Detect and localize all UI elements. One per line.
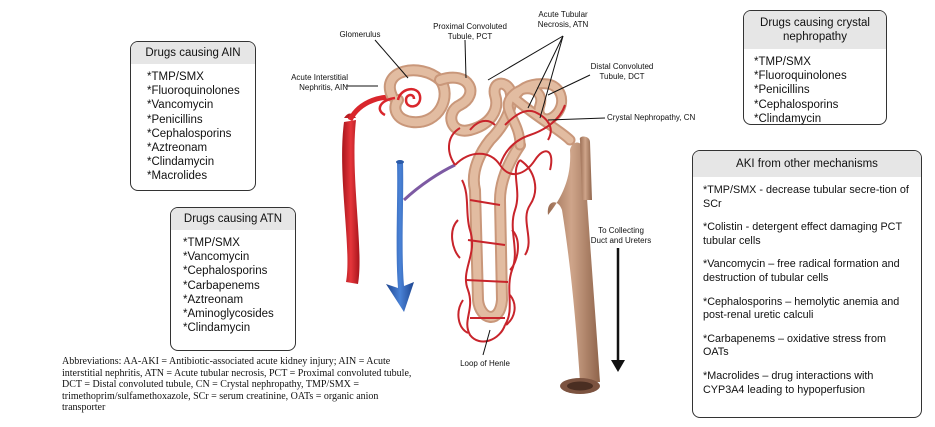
artery: [342, 94, 396, 284]
list-item: *Aminoglycosides: [183, 308, 274, 321]
collecting-duct: [547, 136, 600, 394]
list-item: *Fluoroquinolones: [754, 70, 847, 83]
vein: [386, 160, 414, 312]
label-glomerulus: Glomerulus: [339, 30, 381, 39]
list-item: *Vancomycin – free radical formation and…: [703, 258, 900, 284]
list-item: *Clindamycin: [183, 322, 251, 335]
list-item: *Cephalosporins – hemolytic anemia and p…: [703, 295, 900, 322]
label-collecting: To Collecting Duct and Ureters: [590, 226, 652, 245]
label-pct: Proximal Convoluted Tubule, PCT: [433, 22, 507, 41]
list-item: *TMP/SMX - decrease tubular secre-tion o…: [703, 184, 909, 210]
list-item: *TMP/SMX: [754, 56, 811, 68]
cn-drugs-box: Drugs causing crystal nephropathy *TMP/S…: [743, 10, 887, 125]
list-item: *Vancomycin: [147, 99, 214, 112]
mech-box-title: AKI from other mechanisms: [693, 151, 921, 177]
leader-lines: [346, 35, 606, 356]
cn-box-title: Drugs causing crystal nephropathy: [744, 11, 886, 49]
label-dct: Distal Convoluted Tubule, DCT: [590, 62, 654, 81]
efferent-vessel: [402, 163, 456, 202]
list-item: *Carbapenems: [183, 279, 260, 292]
list-item: *Macrolides – drug interactions with CYP…: [703, 369, 874, 396]
list-item: *TMP/SMX: [147, 71, 204, 83]
list-item: *TMP/SMX: [183, 237, 240, 249]
ain-drugs-box: Drugs causing AIN *TMP/SMX *Fluoroquinol…: [130, 41, 256, 191]
list-item: *Clindamycin: [147, 156, 215, 169]
collecting-arrow: [611, 248, 625, 372]
list-item: *Macrolides: [147, 170, 208, 183]
list-item: *Vancomycin: [183, 251, 250, 264]
label-cn: Crystal Nephropathy, CN: [607, 113, 696, 122]
list-item: *Cephalosporins: [754, 98, 839, 111]
ain-drug-list: *TMP/SMX *Fluoroquinolones *Vancomycin *…: [131, 64, 255, 184]
list-item: *Carbapenems – oxidative stress from OAT…: [703, 332, 887, 359]
list-item: *Cephalosporins: [183, 265, 268, 278]
atn-drugs-box: Drugs causing ATN *TMP/SMX *Vancomycin *…: [170, 207, 296, 351]
atn-box-title: Drugs causing ATN: [171, 208, 295, 230]
cn-drug-list: *TMP/SMX *Fluoroquinolones *Penicillins …: [744, 49, 886, 125]
peritubular-capillaries: [448, 104, 566, 343]
list-item: *Penicillins: [754, 84, 810, 97]
glomerulus: [378, 88, 422, 117]
abbreviations-footnote: Abbreviations: AA-AKI = Antibiotic-assoc…: [62, 356, 412, 414]
list-item: *Penicillins: [147, 113, 203, 126]
list-item: *Colistin - detergent effect damaging PC…: [703, 221, 902, 247]
atn-drug-list: *TMP/SMX *Vancomycin *Cephalosporins *Ca…: [171, 230, 295, 335]
other-mechanisms-box: AKI from other mechanisms *TMP/SMX - dec…: [692, 150, 922, 418]
list-item: *Fluoroquinolones: [147, 85, 240, 98]
mechanism-list: *TMP/SMX - decrease tubular secre-tion o…: [693, 177, 921, 397]
ain-box-title: Drugs causing AIN: [131, 42, 255, 64]
label-ain: Acute Interstitial Nephritis, AIN: [291, 73, 348, 92]
list-item: *Clindamycin: [754, 112, 822, 125]
nephron-tubule: [383, 64, 576, 323]
label-atn: Acute Tubular Necrosis, ATN: [537, 10, 589, 29]
list-item: *Aztreonam: [183, 293, 244, 306]
label-henle: Loop of Henle: [460, 359, 510, 368]
list-item: *Cephalosporins: [147, 127, 232, 140]
list-item: *Aztreonam: [147, 142, 208, 155]
